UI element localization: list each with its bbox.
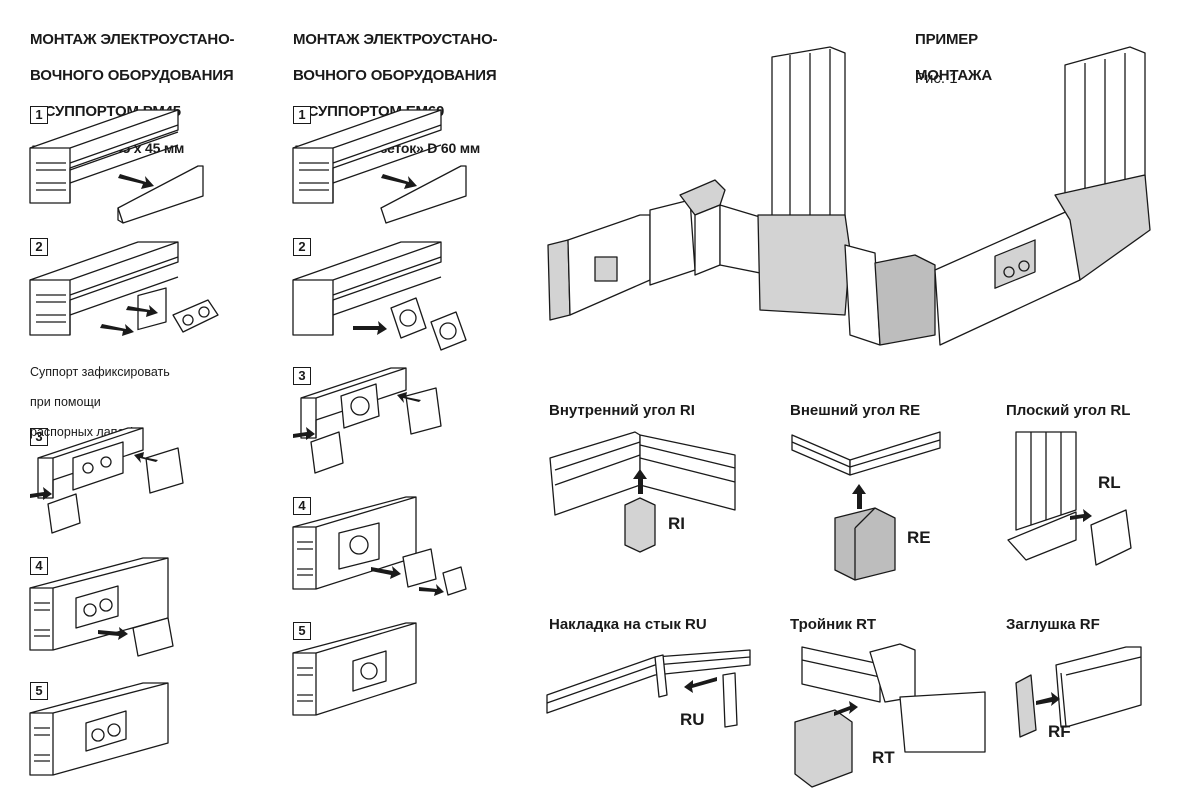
rf-label: RF (1048, 722, 1071, 741)
col2-step-1-badge: 1 (293, 106, 311, 124)
rt-label: RT (872, 748, 895, 767)
rl-illustration (1007, 431, 1132, 566)
rt-caption: Тройник RT (790, 616, 877, 633)
col2-step5-illustration (292, 622, 417, 716)
col2-step1-illustration (292, 109, 467, 224)
col2-step3-illustration (293, 367, 442, 474)
ri-label: RI (668, 514, 685, 533)
col2-step-5-badge: 5 (293, 622, 311, 640)
ru-illustration (546, 649, 751, 728)
col1-step-2-badge: 2 (30, 238, 48, 256)
example-title: ПРИМЕР МОНТАЖА (915, 13, 1055, 103)
ri-illustration (549, 431, 736, 553)
rl-label: RL (1098, 473, 1121, 492)
re-label: RE (907, 528, 931, 547)
re-caption: Внешний угол RE (790, 402, 921, 419)
rt-illustration (794, 643, 986, 788)
col1-step-4-badge: 4 (30, 557, 48, 575)
col1-step4-illustration (29, 557, 174, 657)
example-illustration (547, 46, 1151, 346)
re-illustration (791, 431, 941, 581)
col1-heading-line2: ВОЧНОГО ОБОРУДОВАНИЯ (30, 67, 234, 84)
col1-heading-line1: МОНТАЖ ЭЛЕКТРОУСТАНО- (30, 31, 235, 48)
col1-note-line2: при помощи (30, 395, 101, 409)
col1-step-3-badge: 3 (30, 428, 48, 446)
col1-step-5-badge: 5 (30, 682, 48, 700)
col1-step3-illustration (30, 427, 184, 534)
col1-step-1-badge: 1 (30, 106, 48, 124)
rl-caption: Плоский угол RL (1006, 402, 1131, 419)
col2-step4-illustration (292, 496, 467, 596)
col1-step5-illustration (29, 682, 169, 776)
col2-heading-line2: ВОЧНОГО ОБОРУДОВАНИЯ (293, 67, 497, 84)
col1-step2-illustration (29, 241, 219, 336)
ru-caption: Накладка на стык RU (549, 616, 707, 633)
col2-heading-line1: МОНТАЖ ЭЛЕКТРОУСТАНО- (293, 31, 498, 48)
ru-label: RU (680, 710, 705, 729)
example-title-line2: МОНТАЖА (915, 67, 993, 84)
col2-step-2-badge: 2 (293, 238, 311, 256)
col2-step-4-badge: 4 (293, 497, 311, 515)
ri-caption: Внутренний угол RI (549, 402, 695, 419)
rf-illustration (1015, 646, 1142, 738)
col1-note-line1: Суппорт зафиксировать (30, 365, 170, 379)
example-title-line1: ПРИМЕР (915, 31, 978, 48)
col2-step2-illustration (292, 241, 467, 351)
col1-step1-illustration (29, 109, 204, 224)
rf-caption: Заглушка RF (1006, 616, 1100, 633)
example-figure-label: Рис. 1 (915, 70, 958, 87)
col2-step-3-badge: 3 (293, 367, 311, 385)
